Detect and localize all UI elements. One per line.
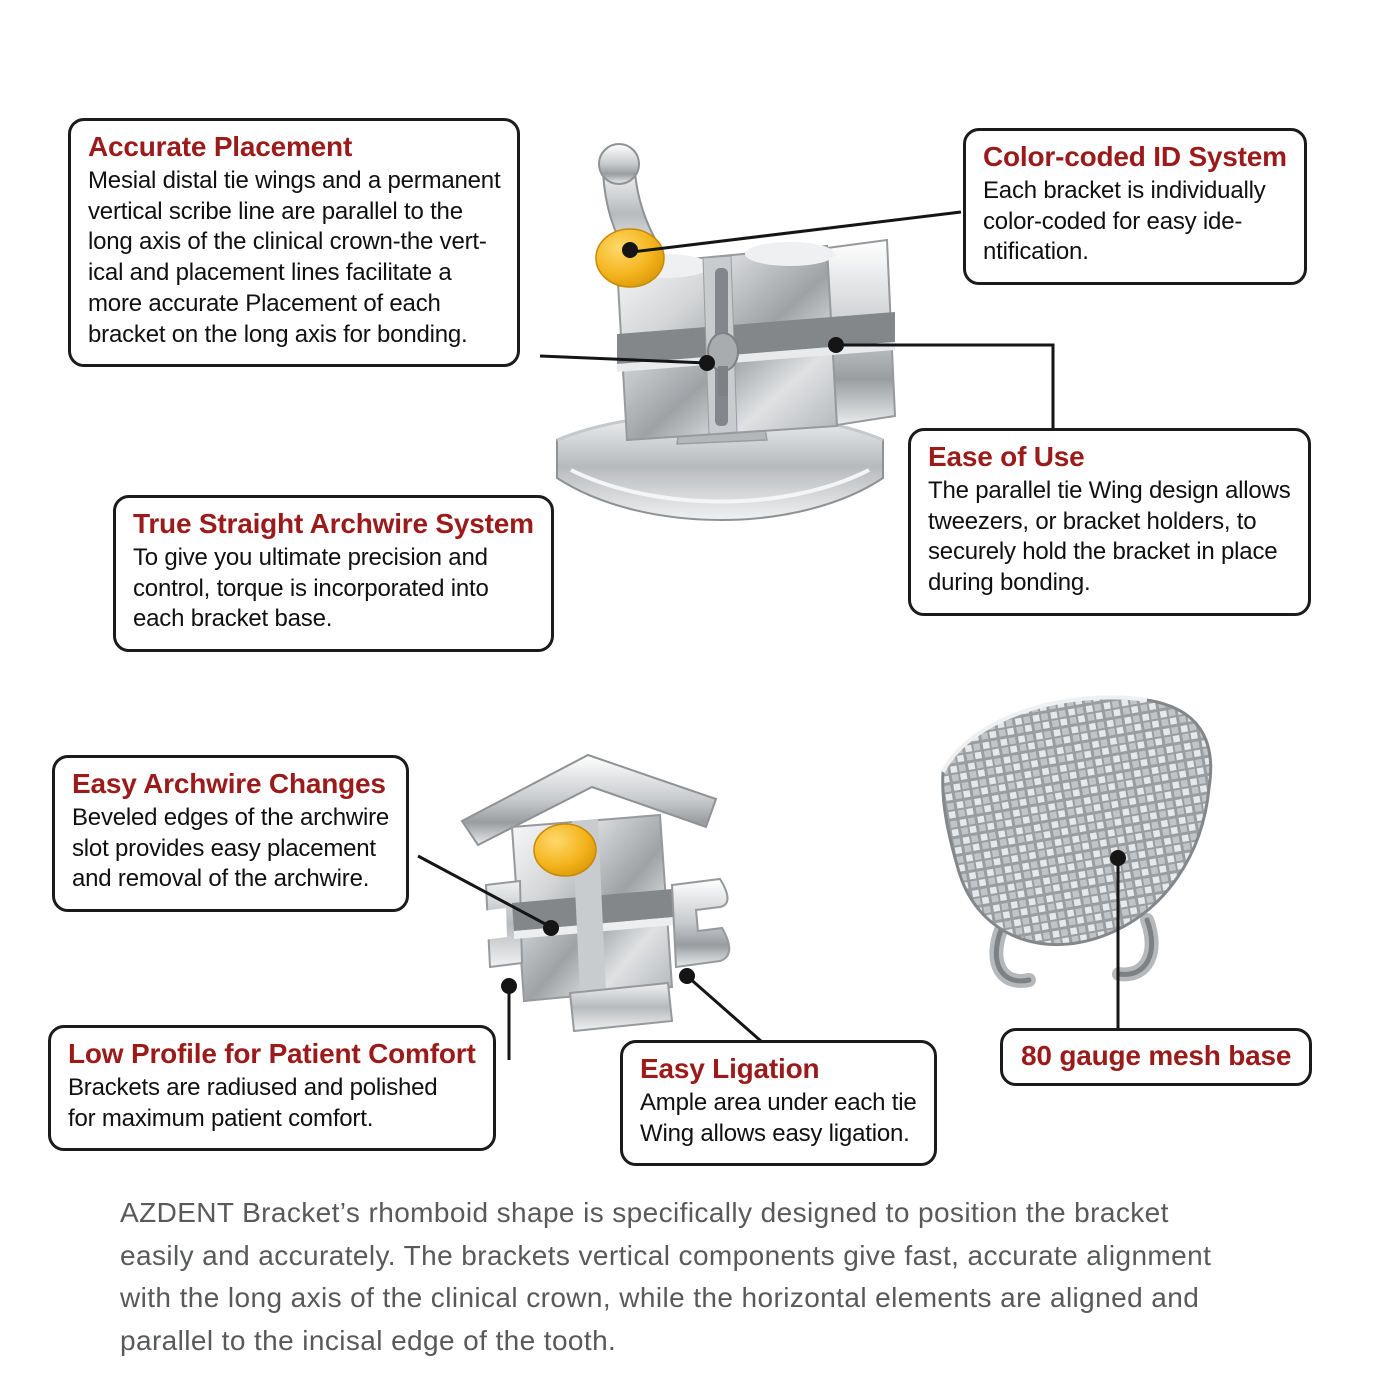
callout-color-coded-id: Color-coded ID System Each bracket is in… [963,128,1307,286]
callout-body: Ample area under each tie Wing allows ea… [640,1089,917,1147]
callout-body: Brackets are radiused and polished for m… [68,1074,438,1132]
callout-title: 80 gauge mesh base [1021,1040,1292,1071]
color-code-dot-bottom [533,823,597,877]
top-bracket-illustration [556,143,897,521]
callout-title: Accurate Placement [88,131,353,162]
callout-body: Mesial distal tie wings and a permanent … [88,167,501,348]
callout-ease-of-use: Ease of Use The parallel tie Wing design… [908,428,1311,616]
callout-body: Each bracket is individually color-coded… [983,177,1266,266]
bottom-bracket-illustration [460,753,731,1033]
callout-title: Ease of Use [928,441,1085,472]
callout-easy-archwire-changes: Easy Archwire Changes Beveled edges of t… [52,755,410,913]
color-code-dot-top [595,228,665,288]
callout-easy-ligation: Easy Ligation Ample area under each tie … [620,1040,937,1167]
callout-body: To give you ultimate precision and contr… [133,544,489,633]
callout-mesh-base: 80 gauge mesh base [1000,1028,1313,1086]
mesh-base-illustration [941,695,1213,988]
callout-title: True Straight Archwire System [133,508,534,539]
callout-true-straight-archwire: True Straight Archwire System To give yo… [113,495,554,653]
callout-title: Color-coded ID System [983,141,1287,172]
callout-body: Beveled edges of the archwire slot provi… [72,804,390,893]
footer-paragraph: AZDENT Bracket’s rhomboid shape is speci… [120,1197,1212,1356]
callout-title: Low Profile for Patient Comfort [68,1038,476,1069]
callout-title: Easy Archwire Changes [72,768,386,799]
callout-low-profile: Low Profile for Patient Comfort Brackets… [48,1025,496,1152]
callout-body: The parallel tie Wing design allows twee… [928,477,1291,597]
callout-accurate-placement: Accurate Placement Mesial distal tie win… [68,118,521,368]
callout-title: Easy Ligation [640,1053,820,1084]
